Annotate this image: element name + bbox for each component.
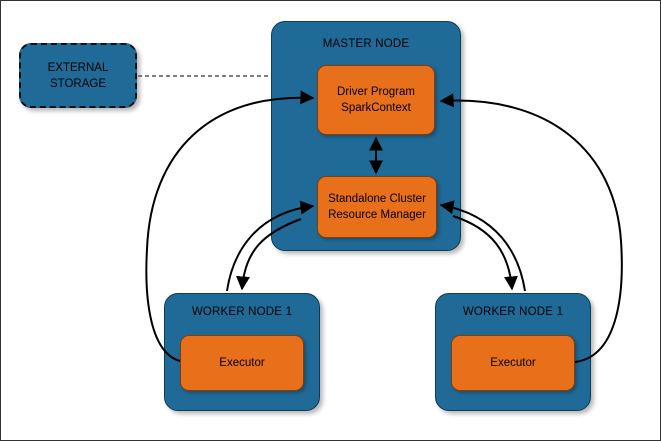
master-node-title: MASTER NODE bbox=[322, 38, 410, 50]
worker-node-left-title: WORKER NODE 1 bbox=[191, 306, 293, 318]
worker-node-left-executor-label: Executor bbox=[219, 357, 265, 369]
cluster-manager-label-line2: Resource Manager bbox=[328, 209, 426, 221]
cluster-manager-label-line1: Standalone Cluster bbox=[328, 193, 426, 205]
external-storage-label: EXTERNAL STORAGE bbox=[21, 60, 135, 92]
worker-node-right-executor-label: Executor bbox=[490, 357, 536, 369]
driver-program-label-line1: Driver Program bbox=[337, 86, 415, 98]
worker-node-right-executor-box[interactable]: Executor bbox=[451, 335, 575, 391]
external-storage-label-line2: STORAGE bbox=[49, 77, 107, 90]
driver-program-label-line2: SparkContext bbox=[341, 102, 411, 114]
worker-node-left-executor-box[interactable]: Executor bbox=[180, 335, 304, 391]
worker-node-right-title: WORKER NODE 1 bbox=[462, 306, 564, 318]
connector-cluster-manager-to-right-worker bbox=[452, 215, 518, 291]
external-storage-label-line1: EXTERNAL bbox=[47, 61, 109, 74]
external-storage-node[interactable]: EXTERNAL STORAGE bbox=[19, 43, 137, 108]
